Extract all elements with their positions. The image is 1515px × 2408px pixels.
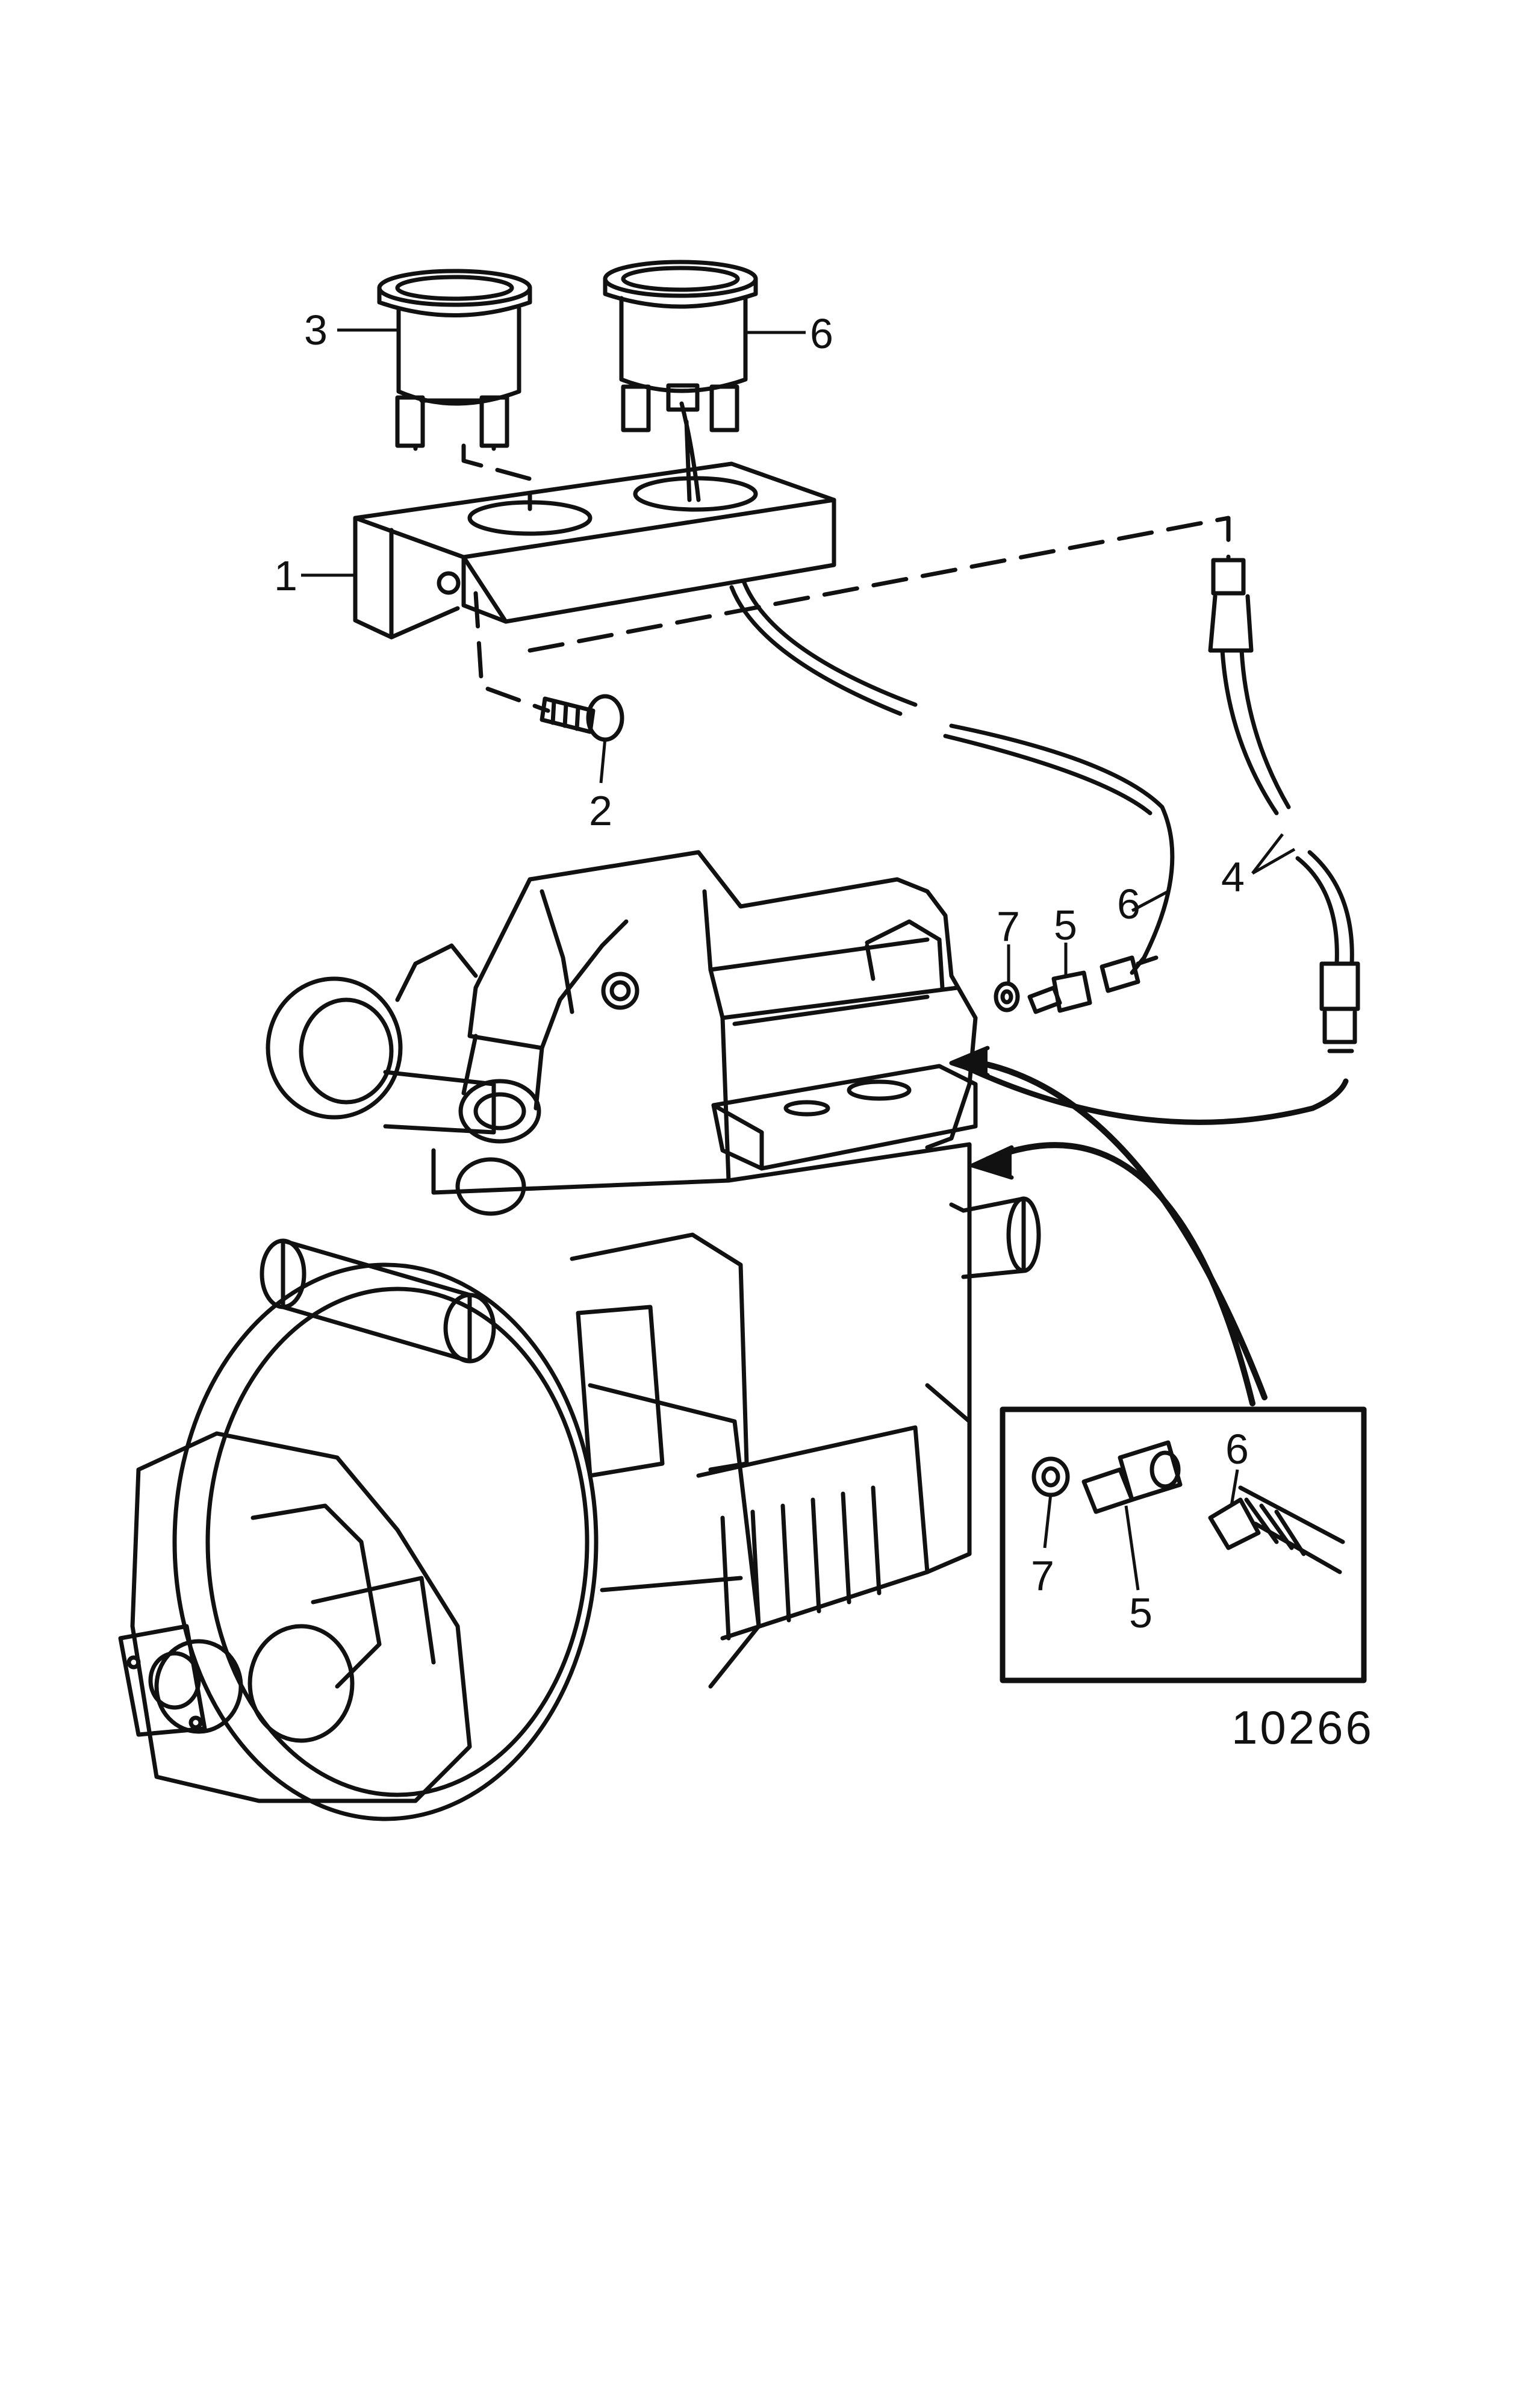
callout-6-cable: 6 — [1117, 881, 1140, 928]
detail-callout-7: 7 — [1031, 1552, 1054, 1599]
callout-5: 5 — [1054, 902, 1077, 949]
gauge-left — [377, 269, 532, 451]
fittings-assembly — [994, 955, 1159, 1014]
callout-2: 2 — [589, 787, 612, 834]
leader-4 — [1251, 833, 1296, 875]
gauge-right — [603, 260, 758, 432]
callout-7: 7 — [997, 903, 1020, 950]
sensor-cable — [741, 579, 1175, 975]
leader-detail-5 — [1124, 1505, 1140, 1591]
callout-4: 4 — [1221, 853, 1245, 900]
callout-6-gauge: 6 — [810, 310, 833, 357]
arrow-head-2 — [970, 1145, 1014, 1180]
capillary-pipe — [1208, 558, 1360, 1053]
screw — [540, 694, 624, 742]
mounting-bracket — [353, 461, 836, 640]
leader-detail-7 — [1043, 1493, 1053, 1549]
engine-pipe — [960, 1063, 1349, 1125]
gauge-cable — [679, 401, 701, 502]
sensor-cable-2 — [729, 585, 1153, 816]
engine-body — [118, 850, 1041, 1821]
leader-detail-6 — [1230, 1469, 1239, 1506]
arrows — [960, 1057, 1268, 1406]
detail-callout-5: 5 — [1129, 1589, 1153, 1636]
leader-6-cable — [1131, 890, 1169, 912]
figure-code: 10266 — [1231, 1701, 1374, 1754]
detail-inset — [1000, 1406, 1367, 1683]
dashed-leader-lines — [461, 443, 1231, 713]
detail-callout-6: 6 — [1225, 1426, 1249, 1473]
leader-2 — [599, 737, 607, 784]
callout-3: 3 — [304, 307, 328, 354]
callout-1: 1 — [274, 552, 297, 599]
